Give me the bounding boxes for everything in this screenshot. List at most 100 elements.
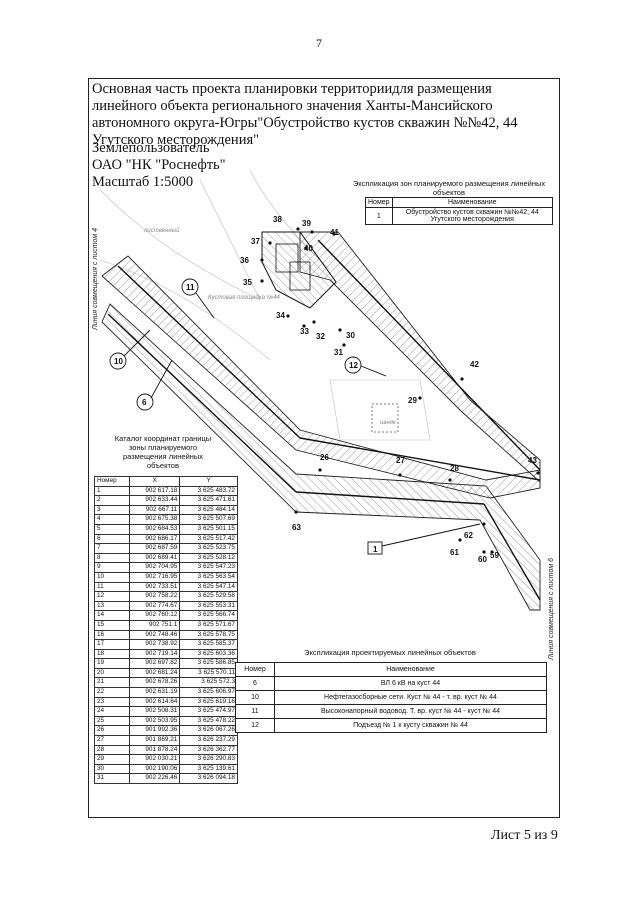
coord-cell: 3 625 547.23 xyxy=(179,562,238,573)
coord-cell: 25 xyxy=(94,715,130,727)
coord-cell: 3 625 517.42 xyxy=(179,533,238,545)
lin-col-name: Наименование xyxy=(274,662,547,677)
coord-cell: 16 xyxy=(94,629,130,641)
table-row: 1 Обустройство кустов скважин №№42, 44 У… xyxy=(365,207,554,225)
coord-cell: 3 625 585.37 xyxy=(179,639,238,650)
lin-cell: ВЛ 6 кВ на куст 44 xyxy=(274,676,547,691)
lin-cell: Высоконапорный водовод. Т. вр. куст № 44… xyxy=(274,704,547,719)
point-label-30: 30 xyxy=(346,331,355,340)
coord-cell: 3 625 478.22 xyxy=(179,715,238,727)
point-label-39: 39 xyxy=(302,219,311,228)
col-y: Y xyxy=(179,476,238,487)
coord-cell: 21 xyxy=(94,677,130,689)
point-label-31: 31 xyxy=(334,348,343,357)
point-label-35: 35 xyxy=(243,278,252,287)
point-label-59: 59 xyxy=(490,551,499,560)
coord-cell: 902 617.18 xyxy=(128,485,181,497)
col-number: Номер xyxy=(94,476,130,487)
point-label-32: 32 xyxy=(316,332,325,341)
side-label-left: Линия совмещения с листом 4 xyxy=(92,228,99,331)
coord-cell: 902 738.92 xyxy=(128,639,181,650)
point-label-27: 27 xyxy=(396,456,405,465)
coord-cell: 902 733.51 xyxy=(128,581,181,593)
point-label-37: 37 xyxy=(251,237,260,246)
title-line-2: линейного объекта регионального значения… xyxy=(92,98,493,114)
lin-cell: Подъезд № 1 к кусту скважин № 44 xyxy=(274,718,547,733)
coord-cell: 13 xyxy=(94,600,130,612)
zone-explication-table: Номер Наименование 1 Обустройство кустов… xyxy=(365,197,554,225)
coord-cell: 14 xyxy=(94,610,130,621)
coord-cell: 902 719.14 xyxy=(128,648,181,660)
coord-cell: 23 xyxy=(94,696,130,708)
coord-cell: 12 xyxy=(94,591,130,602)
lin-cell: 11 xyxy=(235,704,275,719)
owner-block: Землепользователь ОАО "НК "Роснефть" Мас… xyxy=(92,140,226,191)
coord-cell: 2 xyxy=(94,495,130,506)
coord-cell: 902 689.41 xyxy=(128,552,181,564)
coord-cell: 8 xyxy=(94,552,130,564)
coord-cell: 901 992.36 xyxy=(128,725,181,737)
coord-cell: 11 xyxy=(94,581,130,593)
callout-12: 12 xyxy=(349,361,358,370)
point-label-63: 63 xyxy=(292,523,301,532)
coord-cell: 19 xyxy=(94,658,130,669)
coord-cell: 18 xyxy=(94,648,130,660)
object-callouts xyxy=(109,278,481,555)
coord-cell: 26 xyxy=(94,725,130,737)
point-label-29: 29 xyxy=(408,396,417,405)
document-title: Основная часть проекта планировки террит… xyxy=(92,81,532,149)
coord-cell: 902 030.21 xyxy=(128,754,181,765)
forest-label-1: лиственный xyxy=(143,227,180,234)
callout-labels: 11 12 10 6 1 xyxy=(114,283,378,554)
coord-cell: 22 xyxy=(94,687,130,698)
coord-cell: 10 xyxy=(94,571,130,583)
coord-cell: 902 704.95 xyxy=(128,562,181,573)
coord-cell: 1 xyxy=(94,485,130,497)
zone-cell: Обустройство кустов скважин №№42, 44 Угу… xyxy=(391,207,554,225)
coord-cell: 3 625 547.14 xyxy=(179,581,238,593)
callout-1: 1 xyxy=(373,545,378,554)
point-label-26: 26 xyxy=(320,453,329,462)
map-scale: Масштаб 1:5000 xyxy=(92,174,194,190)
coord-cell: 3 625 619.16 xyxy=(179,696,238,708)
page-number: 7 xyxy=(316,36,322,50)
coord-cell: 28 xyxy=(94,744,130,756)
point-label-61: 61 xyxy=(450,548,459,557)
coord-cell: 3 625 553.31 xyxy=(179,600,238,612)
title-line-1: Основная часть проекта планировки террит… xyxy=(92,81,492,97)
coord-cell: 902 687.59 xyxy=(128,543,181,554)
coord-cell: 17 xyxy=(94,639,130,650)
coord-cell: 3 625 474.97 xyxy=(179,706,238,717)
coord-cell: 3 625 571.67 xyxy=(179,619,238,631)
drawing-frame xyxy=(88,78,560,818)
coord-cell: 902 681.24 xyxy=(128,667,181,679)
coord-cell: 902 614.64 xyxy=(128,696,181,708)
catalog-title: Каталог координат границы зоны планируем… xyxy=(114,434,212,470)
coord-cell: 902 678.26 xyxy=(128,677,181,689)
coord-cell: 902 503.95 xyxy=(128,715,181,727)
coord-cell: 3 625 523.75 xyxy=(179,543,238,554)
coord-cell: 902 751.1 xyxy=(128,619,181,631)
lin-cell: Нефтегазосборные сети. Куст № 44 - т. вр… xyxy=(274,690,547,705)
coord-cell: 3 625 507.69 xyxy=(179,514,238,525)
title-line-3: автономного округа-Югры"Обустройство кус… xyxy=(92,115,518,131)
zone-col-number: Номер xyxy=(365,197,393,208)
coord-cell: 15 xyxy=(94,619,130,631)
coord-cell: 902 758.22 xyxy=(128,591,181,602)
coord-cell: 3 625 606.97 xyxy=(179,687,238,698)
